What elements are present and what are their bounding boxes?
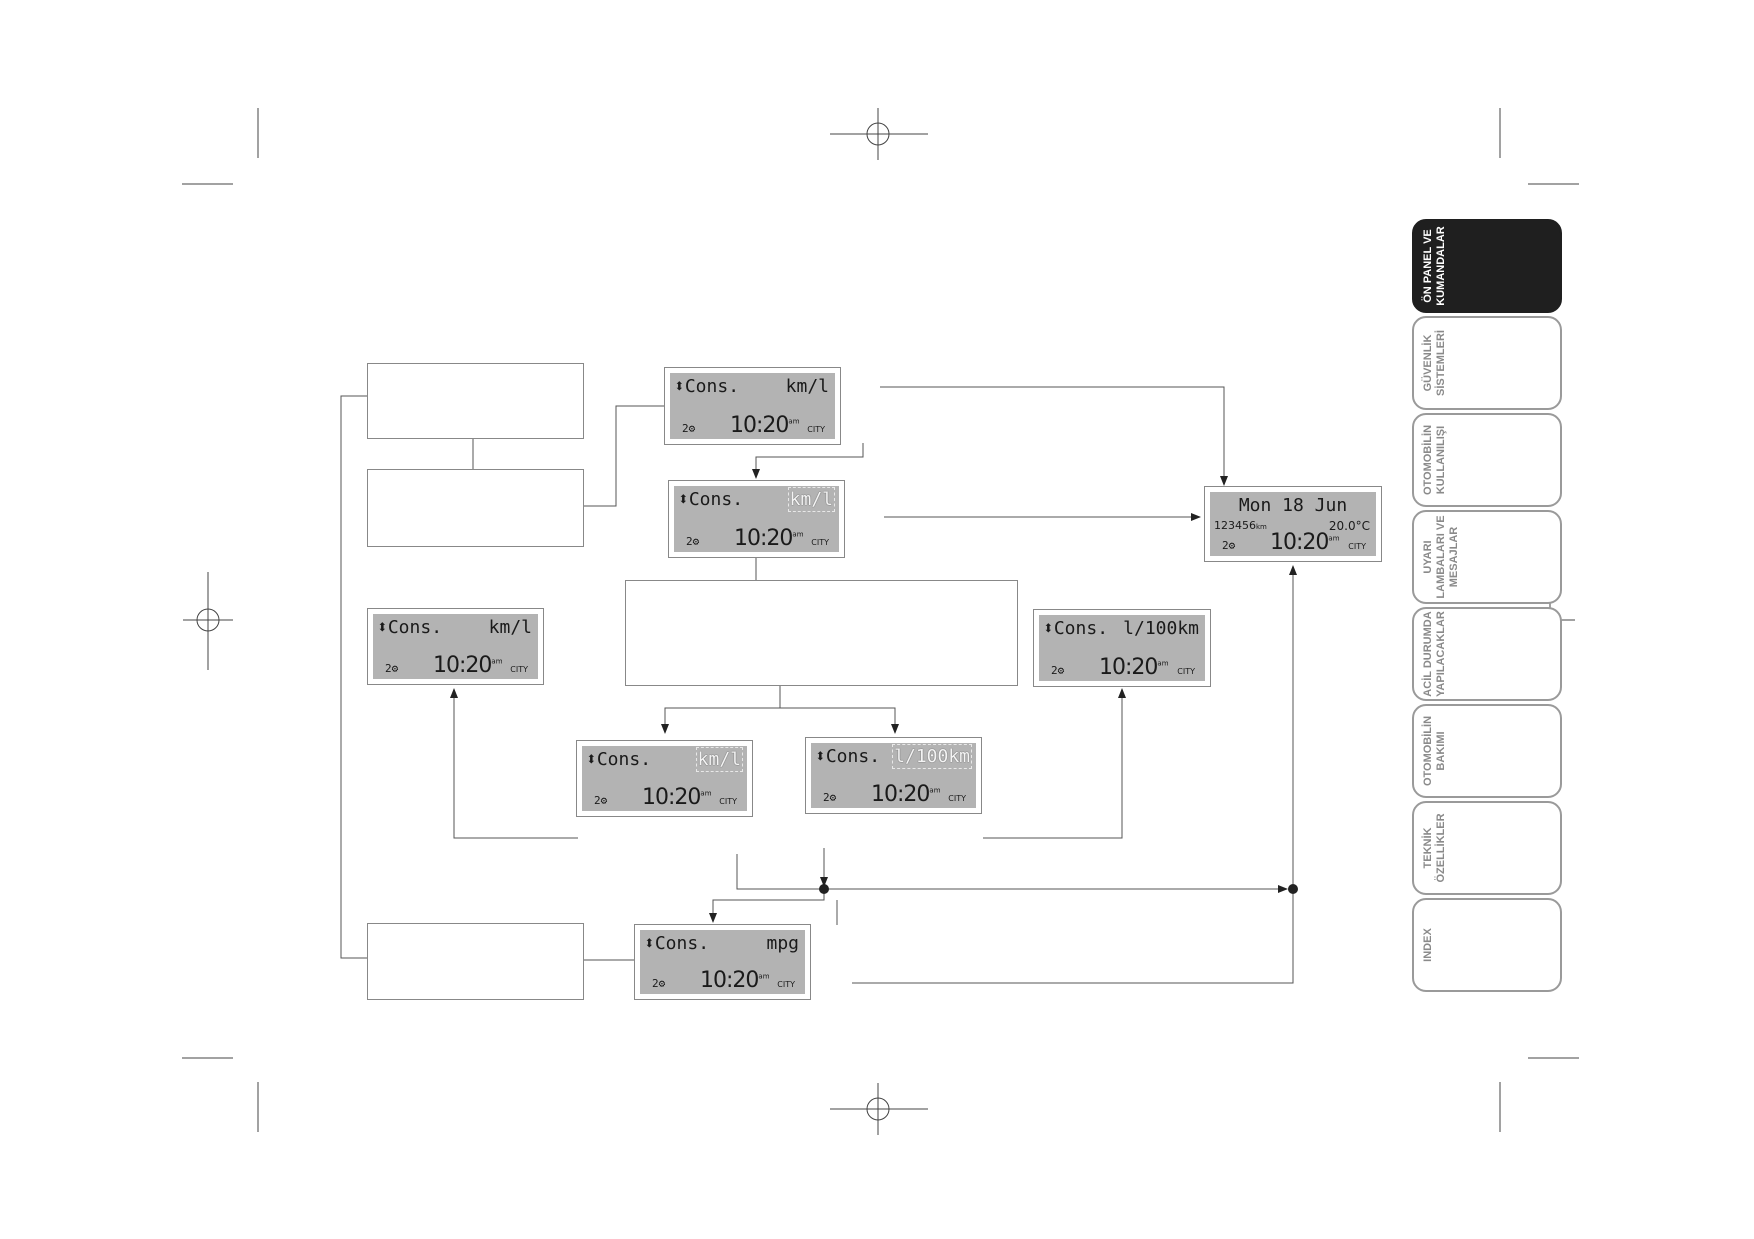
unit-label: km/l — [785, 376, 829, 397]
mode-label: ⬍Cons. — [586, 749, 652, 770]
drive-mode: CITY — [510, 665, 528, 674]
lcd-display-6: ⬍Cons. l/100km 2⚙ 10:20am CITY — [805, 737, 982, 814]
tab-uyari-lambalari[interactable]: UYARI LAMBALARI VE MESAJLAR — [1412, 510, 1562, 604]
clock: 10:20am — [642, 785, 712, 810]
lcd-display-home: Mon 18 Jun 123456km 20.0°C 2⚙ 10:20am CI… — [1204, 486, 1382, 562]
updown-arrow-icon: ⬍ — [1043, 618, 1054, 639]
clock: 10:20am — [1099, 655, 1169, 680]
unit-label: km/l — [488, 617, 532, 638]
clock: 10:20am — [871, 782, 941, 807]
mode-label: ⬍Cons. — [377, 617, 443, 638]
gear-indicator-icon: 2⚙ — [823, 791, 837, 804]
clock: 10:20am — [1270, 530, 1340, 555]
lcd-display-5: ⬍Cons. km/l 2⚙ 10:20am CITY — [576, 740, 753, 817]
updown-arrow-icon: ⬍ — [644, 933, 655, 954]
outside-temperature: 20.0°C — [1328, 519, 1370, 533]
gear-indicator-icon: 2⚙ — [385, 662, 399, 675]
clock: 10:20am — [433, 653, 503, 678]
text-box-1 — [367, 363, 584, 439]
tab-teknik-ozellikler[interactable]: TEKNİK ÖZELLİKLER — [1412, 801, 1562, 895]
clock: 10:20am — [700, 968, 770, 993]
clock: 10:20am — [734, 526, 804, 551]
unit-label: l/100km — [1123, 618, 1199, 639]
text-box-2 — [367, 469, 584, 547]
gear-indicator-icon: 2⚙ — [686, 535, 700, 548]
text-box-3 — [625, 580, 1018, 686]
tab-index[interactable]: INDEX — [1412, 898, 1562, 992]
lcd-display-2: ⬍Cons. km/l 2⚙ 10:20am CITY — [668, 480, 845, 558]
updown-arrow-icon: ⬍ — [674, 376, 685, 397]
tab-otomobilin-bakimi[interactable]: OTOMOBİLİN BAKIMI — [1412, 704, 1562, 798]
updown-arrow-icon: ⬍ — [377, 617, 388, 638]
drive-mode: CITY — [719, 797, 737, 806]
tab-acil-durumda[interactable]: ACİL DURUMDA YAPILACAKLAR — [1412, 607, 1562, 701]
odometer: 123456km — [1214, 519, 1267, 532]
updown-arrow-icon: ⬍ — [815, 746, 826, 767]
lcd-display-4: ⬍Cons. l/100km 2⚙ 10:20am CITY — [1033, 609, 1211, 687]
drive-mode: CITY — [948, 794, 966, 803]
gear-indicator-icon: 2⚙ — [652, 977, 666, 990]
gear-indicator-icon: 2⚙ — [1222, 539, 1236, 552]
tab-guvenlik-sistemleri[interactable]: GÜVENLİK SİSTEMLERİ — [1412, 316, 1562, 410]
updown-arrow-icon: ⬍ — [586, 749, 597, 770]
date: Mon 18 Jun — [1238, 495, 1348, 516]
mode-label: ⬍Cons. — [815, 746, 881, 767]
lcd-display-3: ⬍Cons. km/l 2⚙ 10:20am CITY — [367, 608, 544, 685]
tab-on-panel-ve-kumandalar[interactable]: ÖN PANEL VE KUMANDALAR — [1412, 219, 1562, 313]
gear-indicator-icon: 2⚙ — [682, 422, 696, 435]
gear-indicator-icon: 2⚙ — [594, 794, 608, 807]
unit-label-flashing: l/100km — [892, 744, 972, 769]
unit-label-flashing: km/l — [695, 747, 744, 772]
unit-label-flashing: km/l — [787, 487, 836, 512]
drive-mode: CITY — [807, 425, 825, 434]
crop-marks — [182, 108, 1579, 1135]
tab-otomobilin-kullanilisi[interactable]: OTOMOBİLİN KULLANILIŞI — [1412, 413, 1562, 507]
updown-arrow-icon: ⬍ — [678, 489, 689, 510]
gear-indicator-icon: 2⚙ — [1051, 664, 1065, 677]
clock: 10:20am — [730, 413, 800, 438]
mode-label: ⬍Cons. — [678, 489, 744, 510]
mode-label: ⬍Cons. — [1043, 618, 1109, 639]
drive-mode: CITY — [1348, 542, 1366, 551]
drive-mode: CITY — [811, 538, 829, 547]
lcd-display-7: ⬍Cons. mpg 2⚙ 10:20am CITY — [634, 924, 811, 1000]
mode-label: ⬍Cons. — [644, 933, 710, 954]
drive-mode: CITY — [777, 980, 795, 989]
drive-mode: CITY — [1177, 667, 1195, 676]
lcd-display-1: ⬍Cons. km/l 2⚙ 10:20am CITY — [664, 367, 841, 445]
unit-label: mpg — [766, 933, 799, 954]
mode-label: ⬍Cons. — [674, 376, 740, 397]
text-box-4 — [367, 923, 584, 1000]
